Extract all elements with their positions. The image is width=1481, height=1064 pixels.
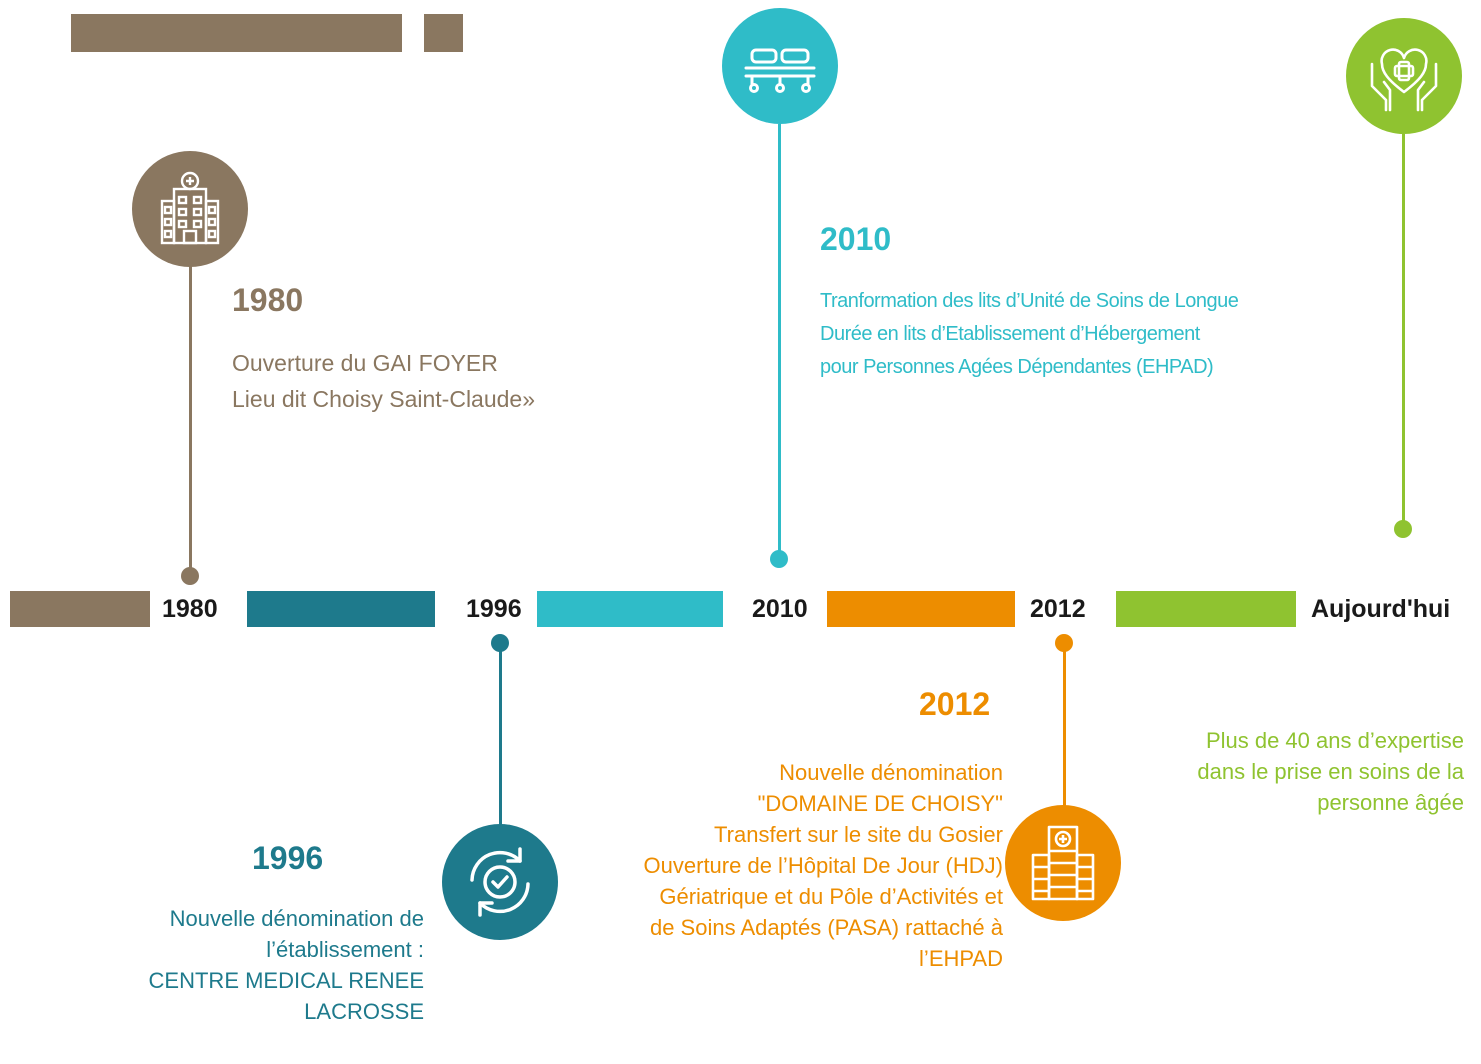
- axis-segment-green: [1116, 591, 1296, 627]
- event-icon-circle-today: [1346, 18, 1462, 134]
- connector-dot-today: [1394, 520, 1412, 538]
- event-year-1996: 1996: [252, 840, 324, 876]
- medical-cabinet-icon: [1031, 825, 1095, 901]
- event-text-1980: Ouverture du GAI FOYER Lieu dit Choisy S…: [232, 345, 535, 417]
- event-icon-circle-1996: [442, 824, 558, 940]
- event-text-line: Durée en lits d’Etablissement d’Hébergem…: [820, 323, 1200, 345]
- event-text-line: Tranformation des lits d’Unité de Soins …: [820, 290, 1239, 312]
- hospital-bed-icon: [744, 48, 816, 93]
- connector-line-today: [1402, 134, 1405, 524]
- event-text-line: Nouvelle dénomination de: [169, 906, 424, 931]
- event-text-line: l’établissement :: [266, 937, 424, 962]
- event-text-line: personne âgée: [1317, 790, 1464, 815]
- connector-dot-1996: [491, 634, 509, 652]
- event-text-line: pour Personnes Agées Dépendantes (EHPAD): [820, 356, 1214, 378]
- hospital-building-icon: [160, 171, 220, 245]
- event-text-line: de Soins Adaptés (PASA) rattaché à: [649, 915, 1003, 940]
- event-text-line: Transfert sur le site du Gosier: [714, 822, 1003, 847]
- axis-label-1980: 1980: [162, 595, 218, 623]
- event-text-line: LACROSSE: [304, 999, 424, 1024]
- connector-dot-2010: [770, 550, 788, 568]
- event-icon-circle-1980: [132, 151, 248, 267]
- event-text-line: CENTRE MEDICAL RENEE: [148, 968, 424, 993]
- event-text-line: Ouverture de l’Hôpital De Jour (HDJ): [643, 853, 1003, 878]
- connector-line-2012: [1063, 645, 1066, 815]
- axis-segment-teal-light: [537, 591, 723, 627]
- event-text-line: dans le prise en soins de la: [1197, 759, 1464, 784]
- event-year-1980: 1980: [232, 282, 304, 318]
- axis-segment-orange: [827, 591, 1015, 627]
- axis-label-2010: 2010: [752, 595, 808, 623]
- event-text-line: Nouvelle dénomination: [779, 760, 1003, 785]
- connector-dot-1980: [181, 567, 199, 585]
- axis-segment-brown: [10, 591, 150, 627]
- axis-segment-teal-dark: [247, 591, 435, 627]
- event-text-2012: Nouvelle dénomination "DOMAINE DE CHOISY…: [520, 757, 1003, 974]
- header-bar-short: [424, 14, 463, 52]
- axis-label-1996: 1996: [466, 595, 522, 623]
- connector-dot-2012: [1055, 634, 1073, 652]
- caring-hands-heart-icon: [1370, 48, 1438, 112]
- event-text-today: Plus de 40 ans d’expertise dans le prise…: [1080, 725, 1464, 818]
- event-text-line: Ouverture du GAI FOYER: [232, 350, 498, 376]
- connector-line-1996: [499, 645, 502, 840]
- event-text-line: Plus de 40 ans d’expertise: [1205, 728, 1464, 753]
- connector-line-2010: [778, 124, 781, 562]
- axis-label-today: Aujourd'hui: [1311, 595, 1451, 623]
- event-year-2012: 2012: [919, 686, 991, 722]
- event-text-line: Gériatrique et du Pôle d’Activités et: [659, 884, 1003, 909]
- axis-label-2012: 2012: [1030, 595, 1086, 623]
- connector-line-1980: [189, 230, 192, 575]
- event-year-2010: 2010: [820, 221, 892, 257]
- event-text-2010: Tranformation des lits d’Unité de Soins …: [820, 285, 1358, 384]
- refresh-check-icon: [470, 847, 530, 917]
- event-text-line: "DOMAINE DE CHOISY": [757, 791, 1003, 816]
- event-text-line: l’EHPAD: [919, 946, 1003, 971]
- event-icon-circle-2012: [1005, 805, 1121, 921]
- event-icon-circle-2010: [722, 8, 838, 124]
- event-text-1996: Nouvelle dénomination de l’établissement…: [60, 903, 424, 1027]
- header-bar-long: [71, 14, 402, 52]
- event-text-line: Lieu dit Choisy Saint-Claude»: [232, 386, 536, 412]
